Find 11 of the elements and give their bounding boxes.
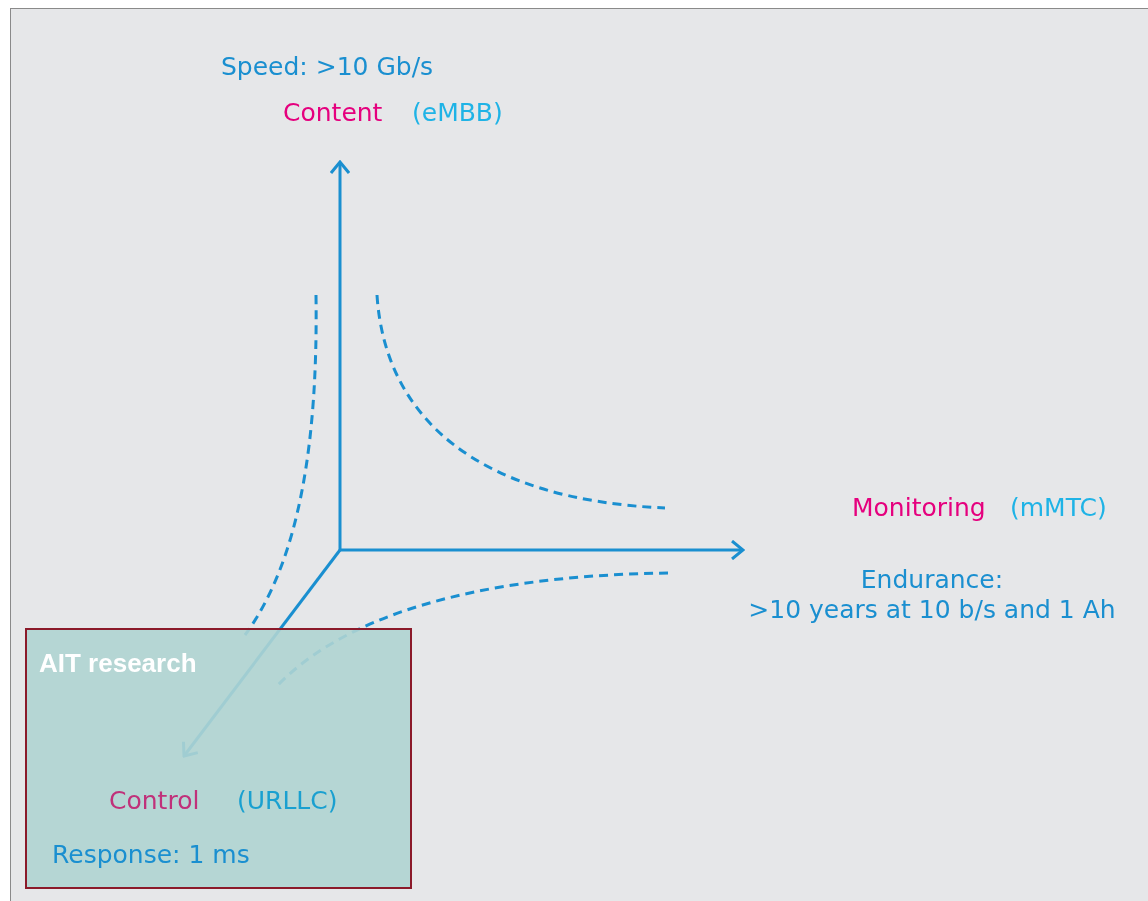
box-title: AIT research (39, 648, 197, 680)
category-label: Monitoring (852, 493, 986, 523)
abbreviation-label: (eMBB) (412, 98, 503, 128)
axis-label: Response: 1 ms (52, 840, 250, 870)
requirement-label: Endurance: >10 years at 10 b/s and 1 Ah (747, 565, 1117, 625)
category-label: Content (283, 98, 383, 128)
requirement-label: Speed: >10 Gb/s (221, 52, 434, 82)
highlight-box (25, 628, 412, 889)
axis-label: (URLLC) (237, 786, 338, 816)
abbreviation-label: (mMTC) (1010, 493, 1107, 523)
axis-label: Control (109, 786, 200, 816)
